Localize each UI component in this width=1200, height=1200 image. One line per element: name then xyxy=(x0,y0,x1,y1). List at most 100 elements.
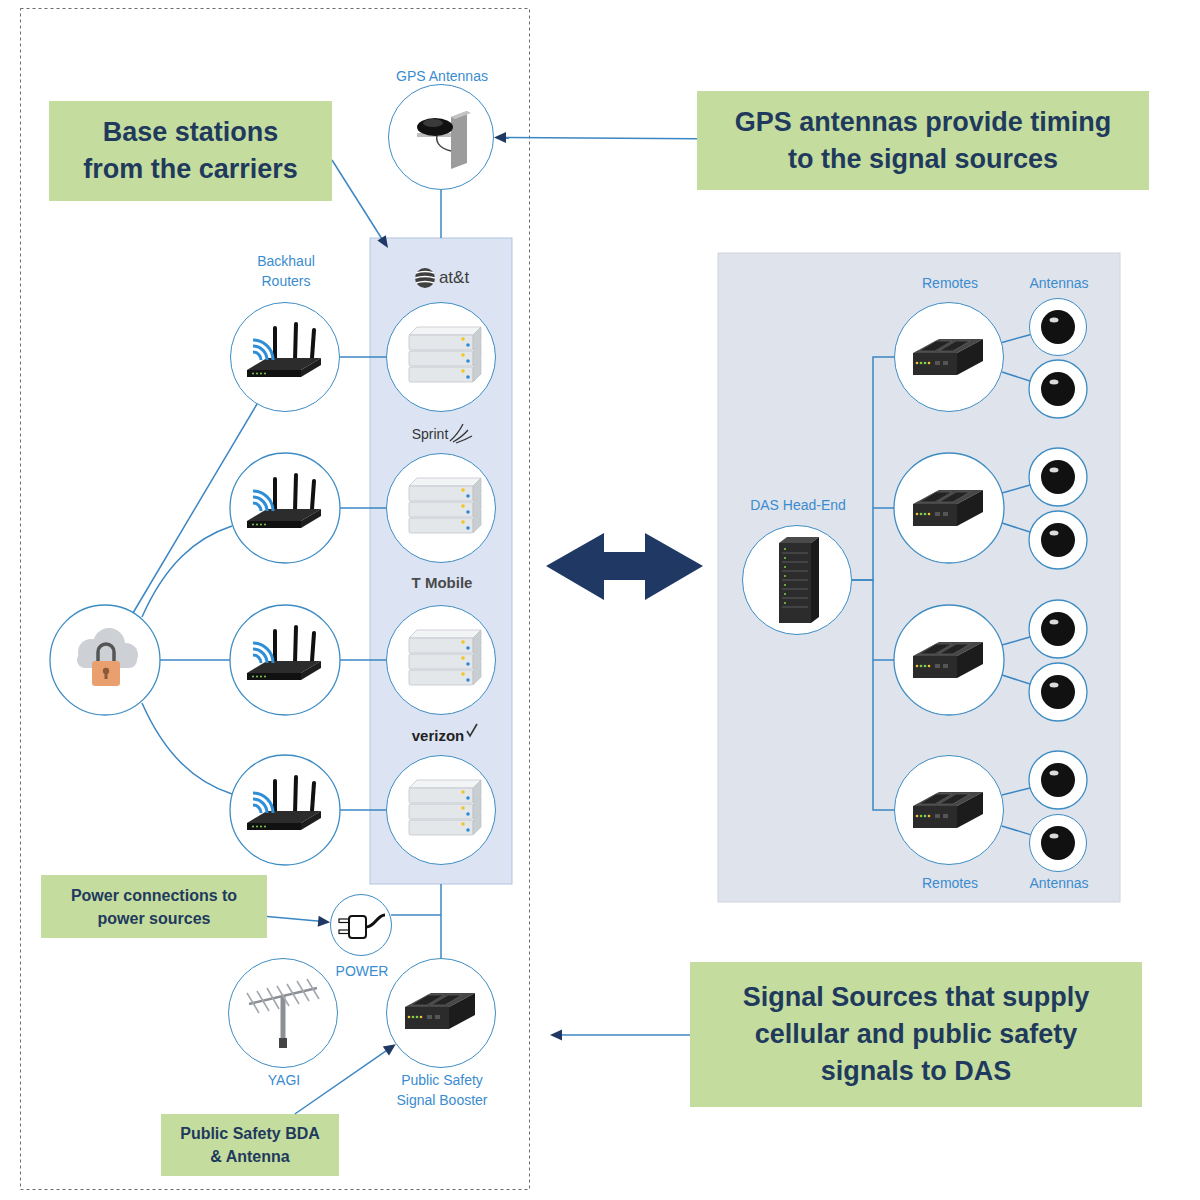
circle-heading: DAS Head-End xyxy=(728,495,868,515)
dome-antenna-icon xyxy=(1041,612,1075,646)
router-circle xyxy=(230,605,340,715)
globe-mark xyxy=(415,268,435,288)
wires xyxy=(133,190,1030,958)
circle-heading: YAGI xyxy=(234,1070,334,1090)
circle-heading: verizon xyxy=(388,726,488,746)
connector-line xyxy=(852,357,894,580)
antenna-circle xyxy=(1029,751,1087,809)
power-wire xyxy=(391,914,441,916)
icon-circle: GPS Antennas xyxy=(388,84,494,190)
callout-box: Signal Sources that supply cellular and … xyxy=(690,962,1142,1107)
dome-antenna-icon xyxy=(1041,523,1075,557)
connector-line xyxy=(852,580,894,810)
icon-circle: Remotes xyxy=(894,302,1004,412)
heading-text: T Mobile xyxy=(387,573,497,593)
callout-box: Public Safety BDA & Antenna xyxy=(161,1114,339,1176)
circle-heading: Remotes xyxy=(900,873,1000,893)
connector xyxy=(852,357,894,580)
circle-heading: Sprint xyxy=(380,424,480,444)
check-mark xyxy=(467,724,477,736)
circle-heading: Remotes xyxy=(900,273,1000,293)
circle-heading: Antennas xyxy=(1009,273,1109,293)
arrow-head xyxy=(318,916,330,927)
router-circle xyxy=(230,755,340,865)
icon-circle: at&t xyxy=(386,302,496,412)
connector-line xyxy=(1002,335,1030,343)
connector-line xyxy=(1002,826,1031,835)
antenna-wire xyxy=(1002,523,1030,532)
callout-text: Signal Sources that supply cellular and … xyxy=(721,979,1111,1090)
remote-circle xyxy=(894,605,1004,715)
antenna-wire xyxy=(1002,788,1030,795)
router-wire xyxy=(340,507,386,509)
icon-circle: Sprint xyxy=(386,453,496,563)
router-wire xyxy=(340,659,386,661)
antenna-wire xyxy=(1002,485,1030,493)
circle-heading: Antennas xyxy=(1009,873,1109,893)
icon-circle: Antennas xyxy=(1029,298,1087,356)
remote-wire xyxy=(873,659,894,661)
connector xyxy=(267,916,330,927)
heading-text: verizon xyxy=(388,726,488,746)
signal-source-frame xyxy=(21,9,530,1190)
dome-antenna-icon xyxy=(1041,826,1075,860)
icon-circle: Antennas xyxy=(1029,814,1087,872)
callout-text: Power connections to power sources xyxy=(59,884,249,930)
router-wire xyxy=(340,809,386,811)
carrier-band xyxy=(370,238,512,884)
double-arrow xyxy=(546,533,703,600)
callout-box: Power connections to power sources xyxy=(41,875,267,938)
base-station-icon xyxy=(409,780,481,835)
remote-unit-icon xyxy=(913,642,983,678)
dome-antenna-icon xyxy=(1041,460,1075,494)
remote-unit-icon xyxy=(913,792,983,828)
icon-circle: verizon xyxy=(386,755,496,865)
cloud-wire xyxy=(142,526,232,617)
heading-text: DAS Head-End xyxy=(728,495,868,515)
gps-antenna-icon xyxy=(417,111,471,169)
connector xyxy=(340,357,386,358)
icon-circles xyxy=(50,360,1087,865)
base-station-icon xyxy=(409,478,481,533)
antenna-circle xyxy=(1029,663,1087,721)
icon-circle: T Mobile xyxy=(386,605,496,715)
base-station-icon xyxy=(409,630,481,685)
arrow-head xyxy=(383,1044,396,1055)
callout-text: Base stations from the carriers xyxy=(78,114,303,188)
arrow-head xyxy=(550,1030,562,1041)
gps-wire xyxy=(440,190,442,238)
icon-circle: Backhaul Routers xyxy=(230,302,340,412)
heading-text: at&t xyxy=(404,268,504,288)
secure-cloud-icon xyxy=(77,628,138,686)
connector xyxy=(1002,826,1031,835)
base-station-icon xyxy=(409,327,481,382)
cloud-wire xyxy=(160,659,230,661)
antenna-circle xyxy=(1029,448,1087,506)
leader-line xyxy=(560,1034,690,1036)
callout-box: GPS antennas provide timing to the signa… xyxy=(697,91,1149,190)
connector-line xyxy=(267,917,320,922)
heading-text: Antennas xyxy=(1009,273,1109,293)
heading-text: Remotes xyxy=(900,873,1000,893)
connector-line xyxy=(295,1050,388,1114)
icon-circle: YAGI xyxy=(228,958,338,1068)
dome-antenna-icon xyxy=(1041,675,1075,709)
signal-booster-icon xyxy=(405,993,475,1029)
swoosh-mark xyxy=(450,424,472,443)
heading-text: Antennas xyxy=(1009,873,1109,893)
icon-circle: Remotes xyxy=(894,755,1004,865)
connector-line xyxy=(340,356,386,358)
heading-text: Backhaul Routers xyxy=(236,251,336,291)
router-icon xyxy=(247,324,321,377)
router-icon xyxy=(247,777,321,830)
antenna-wire xyxy=(1002,637,1030,645)
carrier-logo-marks xyxy=(415,268,477,736)
antenna-circle xyxy=(1029,511,1087,569)
antenna-circle xyxy=(1029,600,1087,658)
router-circle xyxy=(230,453,340,563)
heading-text: Sprint xyxy=(380,424,480,444)
cloud-wire xyxy=(133,404,257,613)
arrow-head xyxy=(494,132,506,143)
remote-wire xyxy=(873,507,894,509)
remote-circle xyxy=(894,453,1004,563)
